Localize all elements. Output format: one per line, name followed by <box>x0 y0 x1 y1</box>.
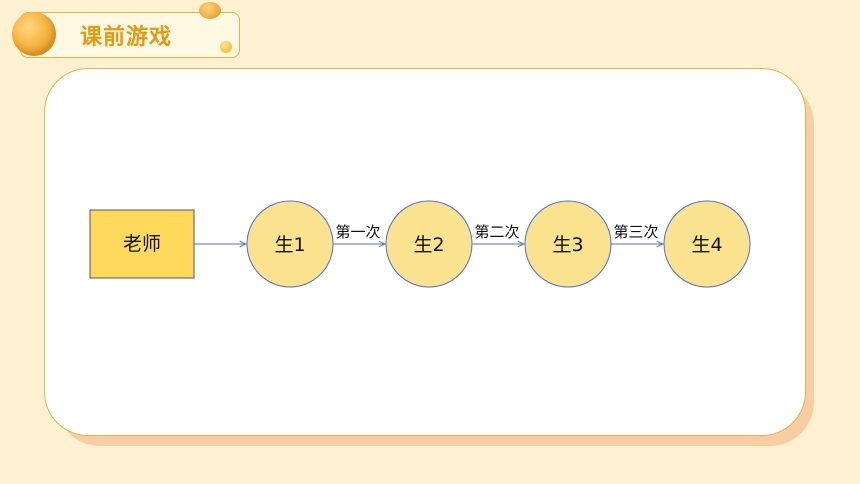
edge-label-1: 第一次 <box>335 223 380 241</box>
student-node-3 <box>524 200 612 288</box>
edge-label-2: 第二次 <box>474 223 519 241</box>
orange-ball-icon <box>12 12 56 56</box>
student-node-2 <box>385 200 473 288</box>
student-label-4: 生4 <box>691 234 722 256</box>
yellow-dot-icon <box>220 41 232 53</box>
orange-ball-small-icon <box>199 2 221 19</box>
student-label-3: 生3 <box>552 234 583 256</box>
student-label-1: 生1 <box>274 234 305 256</box>
student-node-1 <box>246 200 334 288</box>
header-tab <box>20 12 240 58</box>
student-node-4 <box>663 200 751 288</box>
edge-label-3: 第三次 <box>613 223 658 241</box>
page-title: 课前游戏 <box>80 25 173 50</box>
student-label-2: 生2 <box>413 234 444 256</box>
teacher-label: 老师 <box>123 233 161 255</box>
